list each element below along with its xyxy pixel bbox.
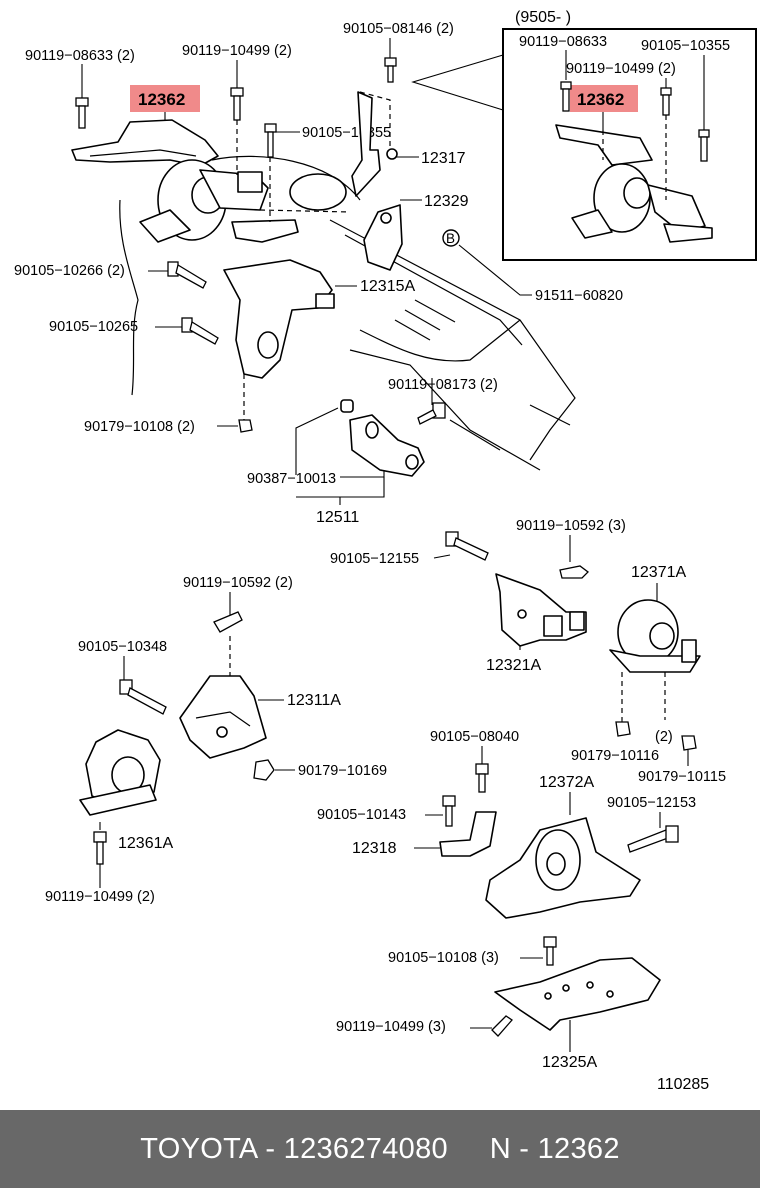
label-90119-10592-2: 90119−10592 (2)	[183, 575, 293, 591]
label-12372A: 12372A	[539, 774, 594, 791]
label-inset-12362: 12362	[577, 90, 624, 109]
bolt-icon	[560, 81, 572, 112]
bolt-icon	[475, 763, 489, 793]
bolt-icon	[417, 402, 446, 425]
label-90105-10108: 90105−10108 (3)	[388, 950, 499, 966]
label-90105-10348: 90105−10348	[78, 639, 167, 655]
label-90105-10355: 90105−10355	[302, 125, 391, 141]
label-90105-08146: 90105−08146 (2)	[343, 21, 454, 37]
bolt-icon	[119, 679, 167, 715]
label-12318: 12318	[352, 840, 397, 857]
footer-part-text: TOYOTA - 1236274080 N - 12362	[140, 1132, 620, 1165]
label-12325A: 12325A	[542, 1054, 597, 1071]
label-90105-10143: 90105−10143	[317, 807, 406, 823]
label-90119-10499-bottom: 90119−10499 (2)	[45, 889, 155, 905]
label-90179-10169: 90179−10169	[298, 763, 387, 779]
bolt-icon	[442, 795, 456, 827]
label-90105-08040: 90105−08040	[430, 729, 519, 745]
bolt-icon	[543, 936, 557, 966]
inset-title: (9505- )	[515, 9, 571, 26]
bolt-icon	[230, 87, 244, 121]
label-90119-08633: 90119−08633 (2)	[25, 48, 135, 64]
label-90387-10013: 90387−10013	[247, 471, 336, 487]
engine-mount-upper-drawing	[71, 57, 576, 477]
highlight-12362-inset	[570, 85, 638, 112]
label-90179-10116: 90179−10116	[571, 748, 659, 764]
label-90179-10108: 90179−10108 (2)	[84, 419, 195, 435]
label-12511: 12511	[316, 509, 359, 526]
diagram-number: 110285	[657, 1076, 709, 1093]
bolt-icon	[213, 611, 243, 633]
label-12371A: 12371A	[631, 564, 686, 581]
bolt-icon	[384, 57, 397, 83]
label-90119-10592-3: 90119−10592 (3)	[516, 518, 626, 534]
label-12317: 12317	[421, 150, 466, 167]
bolt-icon	[491, 1015, 513, 1037]
callout-b-icon	[442, 229, 460, 247]
bolt-icon	[93, 831, 107, 865]
bolt-icon	[181, 317, 219, 345]
label-inset-90105-10355: 90105−10355	[641, 38, 730, 54]
label-12315A: 12315A	[360, 278, 415, 295]
label-90105-12155: 90105−12155	[330, 551, 419, 567]
label-90105-10266: 90105−10266 (2)	[14, 263, 125, 279]
footer-bar: TOYOTA - 1236274080 N - 12362	[0, 1110, 760, 1188]
inset-panel: (9505- ) 90119−08633 90105−10355 90119−1…	[411, 9, 757, 261]
label-90119-08173: 90119−08173 (2)	[388, 377, 498, 393]
label-91511-60820: 91511−60820	[535, 288, 623, 304]
label-90119-10499-top: 90119−10499 (2)	[182, 43, 292, 59]
label-90119-10499-3: 90119−10499 (3)	[336, 1019, 446, 1035]
label-12311A: 12311A	[287, 692, 341, 709]
label-12362-main: 12362	[138, 90, 185, 109]
label-90179-10115: 90179−10115	[638, 769, 726, 785]
label-90105-12153: 90105−12153	[607, 795, 696, 811]
label-90105-10265: 90105−10265	[49, 319, 138, 335]
bolt-icon	[167, 261, 207, 289]
engine-mount-inset-drawing	[555, 115, 713, 243]
bolt-icon	[445, 531, 489, 561]
label-inset-90119-08633: 90119−08633	[519, 34, 607, 50]
label-inset-90119-10499: 90119−10499 (2)	[566, 61, 676, 77]
bolt-icon	[559, 565, 589, 579]
bolt-icon	[264, 123, 277, 158]
highlight-12362-main	[130, 85, 200, 112]
label-2: (2)	[655, 729, 673, 745]
callout-b-letter: B	[446, 231, 455, 246]
label-12361A: 12361A	[118, 835, 173, 852]
bolt-icon	[75, 97, 89, 129]
parts-diagram: (9505- ) 90119−08633 90105−10355 90119−1…	[14, 9, 757, 1093]
bolt-icon	[660, 87, 672, 116]
engine-mount-lower-drawing	[79, 531, 701, 1037]
label-12329: 12329	[424, 193, 469, 210]
label-12321A: 12321A	[486, 657, 541, 674]
bolt-icon	[698, 129, 710, 162]
bolt-icon	[627, 825, 679, 853]
